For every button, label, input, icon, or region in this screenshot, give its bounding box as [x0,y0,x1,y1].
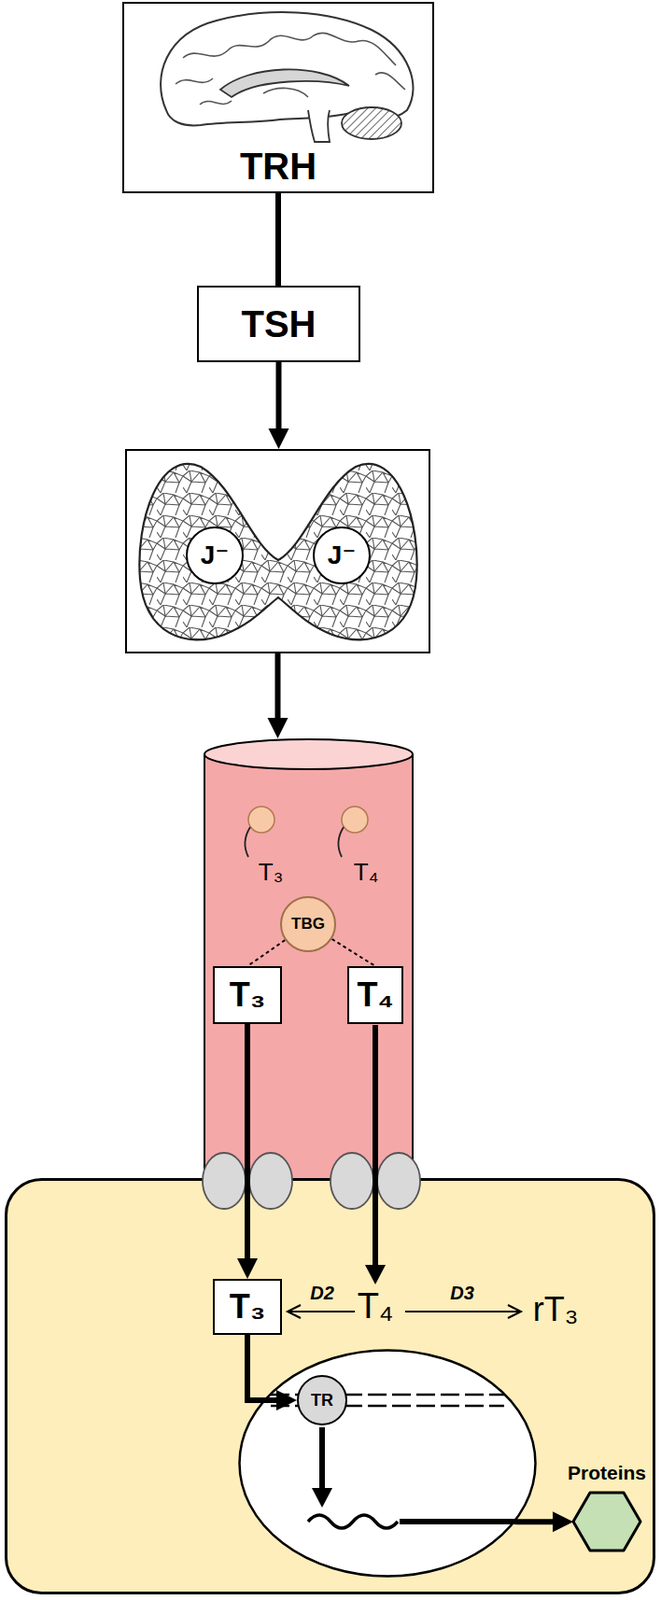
hormone-box: T₄ [347,966,404,1025]
hormone-molecules [244,806,368,858]
membrane-transporter [202,1153,421,1210]
node-text: T₃ [229,1287,267,1326]
arrow-connector [247,1335,297,1411]
hormone-label: T₄ [353,858,380,887]
connector-line [332,939,374,966]
arrow-head [267,717,289,739]
node-text: Proteins [567,1462,647,1485]
iodide-circle: J⁻ [185,526,244,585]
arrow-connector [515,1511,574,1533]
iodide-circle: J⁻ [312,526,371,585]
mrna-wave [308,1515,398,1529]
node-text: TRH [239,144,317,188]
deiodinase-arrow [287,1305,521,1319]
protein-hexagon: Proteins [558,1462,656,1558]
hormone-box: T₃ [212,966,282,1025]
node-text: TBG [291,914,325,934]
node-text: TSH [241,302,317,346]
metabolite-label: rT₃ [533,1290,579,1329]
connector-line [275,193,282,286]
connector-line [276,362,282,432]
arrow-head [552,1511,574,1533]
arrow-connector [267,653,289,739]
arrow-connector [278,193,280,286]
brain-drawing [160,12,413,142]
enzyme-label: D3 [450,1282,475,1305]
node-text: J⁻ [327,540,356,571]
arrow-connector [268,362,290,450]
enzyme-label: D2 [309,1282,335,1305]
node-text: T₄ [356,975,394,1014]
cell-nucleus: TR [238,1349,537,1578]
node-text: TR [310,1391,334,1411]
arrow-head [276,1390,297,1411]
hormone-label: T₄ [357,1286,394,1328]
thyroid-gland [139,464,417,641]
node-text: J⁻ [200,540,229,571]
arrow-head [268,428,290,450]
thyroid-box: J⁻ J⁻ [125,449,431,654]
connector-line [249,941,285,966]
arrow-head [237,1258,258,1280]
dotted-connector [332,939,374,966]
blood-vessel: TBG T₃ T₄ [203,738,414,1182]
connector-line [515,1518,556,1525]
uptake-arrow [365,1025,386,1285]
dotted-connector [249,941,285,966]
connector-line [247,1335,280,1401]
receptor-circle: TR [296,1375,348,1426]
dna-strand [270,1394,505,1407]
arrow-connector [237,1024,258,1280]
brain-box: TRH [122,1,435,194]
hexagon-shape [571,1486,643,1558]
nucleus-shape [238,1349,537,1578]
translation-line [399,1518,518,1525]
vessel-shape [203,738,414,1182]
connector-line [275,653,282,721]
hormone-box: TSH [196,285,361,363]
hormone-box: T₃ [212,1279,282,1336]
target-cell: T₃ TR Proteins [4,1178,656,1595]
connector-line [244,1024,251,1262]
transcription-arrow [311,1427,333,1508]
hormone-label: T₃ [258,858,283,887]
binding-protein-circle: TBG [280,896,337,953]
node-text: T₃ [229,975,267,1014]
